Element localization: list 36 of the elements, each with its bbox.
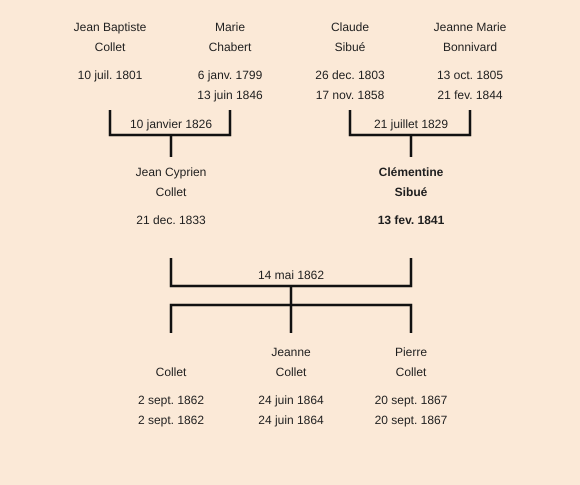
- date-text: 20 sept. 1867: [374, 412, 448, 429]
- date-text: 2 sept. 1862: [138, 392, 204, 409]
- date-text: 2 sept. 1862: [138, 412, 204, 429]
- connector-line: [171, 110, 232, 136]
- date-text: 20 sept. 1867: [374, 392, 448, 409]
- date-text: 13 fev. 1841: [378, 212, 444, 229]
- date-text: 6 janv. 1799: [198, 67, 262, 84]
- date-text: 24 juin 1864: [258, 392, 324, 409]
- person-name: Jeanne Collet: [270, 344, 312, 381]
- connector-line: [291, 304, 412, 333]
- connector-line: [290, 286, 292, 305]
- person-name: Clémentine Sibué: [378, 164, 444, 201]
- date-text: 13 oct. 1805: [436, 67, 504, 84]
- person-name: Pierre Collet: [394, 344, 428, 381]
- person-name: Jeanne Marie Bonnivard: [432, 19, 508, 56]
- person-name: Jean Cyprien Collet: [134, 164, 208, 201]
- date-text: 24 juin 1864: [258, 412, 324, 429]
- date-text: 21 fev. 1844: [437, 87, 503, 104]
- person-name: Claude Sibué: [330, 19, 370, 56]
- person-name: Marie Chabert: [208, 19, 252, 56]
- date-text: 21 dec. 1833: [136, 212, 206, 229]
- person-name: Collet: [156, 364, 186, 381]
- connector-line: [290, 305, 292, 333]
- connector-line: [108, 110, 171, 136]
- connector-line: [170, 304, 291, 333]
- date-text: 26 dec. 1803: [315, 67, 385, 84]
- connector-line: [348, 110, 411, 136]
- connector-line: [170, 135, 172, 157]
- connector-line: [411, 110, 472, 136]
- connector-line: [291, 258, 412, 288]
- person-name: Jean Baptiste Collet: [72, 19, 148, 56]
- connector-line: [170, 258, 291, 288]
- date-text: 17 nov. 1858: [316, 87, 384, 104]
- date-text: 13 juin 1846: [197, 87, 263, 104]
- connector-line: [410, 135, 412, 157]
- date-text: 10 juil. 1801: [78, 67, 142, 84]
